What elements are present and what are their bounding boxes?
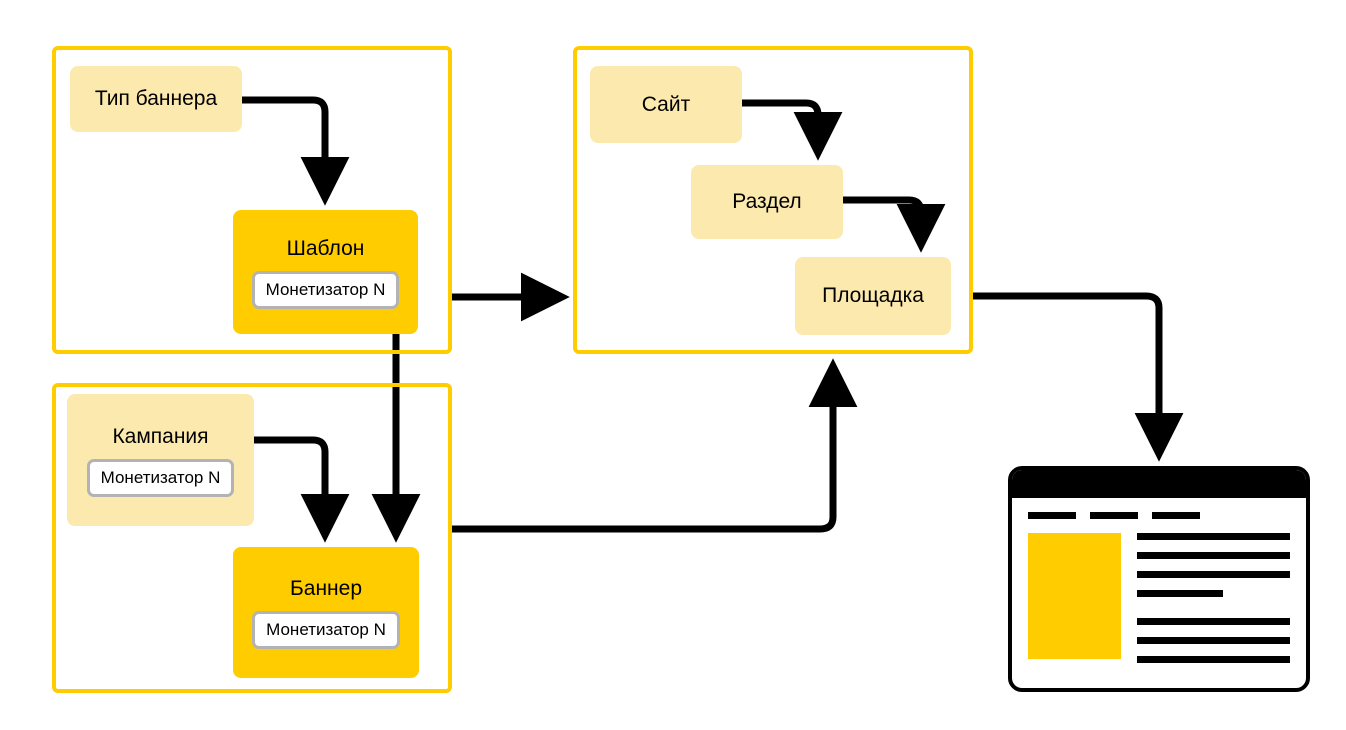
group-panel-placement (573, 46, 973, 354)
node-template[interactable]: Шаблон Монетизатор N (233, 210, 418, 334)
browser-nav-dash (1152, 512, 1200, 519)
browser-content (1028, 533, 1290, 675)
edge-platform-to-browser (972, 292, 1184, 462)
node-campaign-monetizer-chip[interactable]: Монетизатор N (86, 458, 235, 497)
node-section-label: Раздел (732, 190, 802, 213)
node-banner-type-label: Тип баннера (94, 87, 218, 110)
browser-text-line (1137, 590, 1223, 597)
browser-text-line (1137, 637, 1290, 644)
node-campaign[interactable]: Кампания Монетизатор N (67, 394, 254, 526)
group-panel-banner-template (52, 46, 452, 354)
node-template-label: Шаблон (286, 236, 365, 260)
browser-text-line (1137, 656, 1290, 663)
node-campaign-label: Кампания (112, 424, 209, 448)
browser-body (1012, 498, 1306, 675)
browser-text-gap (1137, 609, 1290, 618)
browser-text-line (1137, 571, 1290, 578)
node-banner-label: Баннер (289, 577, 362, 600)
node-banner-monetizer-chip[interactable]: Монетизатор N (252, 611, 400, 649)
browser-text-column (1137, 533, 1290, 675)
browser-text-line (1137, 618, 1290, 625)
node-section[interactable]: Раздел (691, 165, 843, 239)
browser-nav-row (1028, 512, 1290, 519)
node-platform-label: Площадка (822, 284, 924, 307)
browser-text-line (1137, 533, 1290, 540)
node-template-monetizer-chip[interactable]: Монетизатор N (251, 270, 400, 309)
node-banner-type[interactable]: Тип баннера (70, 66, 242, 132)
browser-page-mock (1008, 466, 1310, 692)
browser-nav-dash (1028, 512, 1076, 519)
node-platform[interactable]: Площадка (795, 257, 951, 335)
edge-campaign-group-to-placement-group (452, 358, 858, 533)
browser-text-line (1137, 552, 1290, 559)
node-banner[interactable]: Баннер Монетизатор N (233, 547, 419, 678)
node-site[interactable]: Сайт (590, 66, 742, 143)
browser-titlebar (1012, 470, 1306, 498)
group-panel-campaign (52, 383, 452, 693)
browser-nav-dash (1090, 512, 1138, 519)
node-site-label: Сайт (641, 92, 691, 116)
browser-ad-block (1028, 533, 1121, 659)
